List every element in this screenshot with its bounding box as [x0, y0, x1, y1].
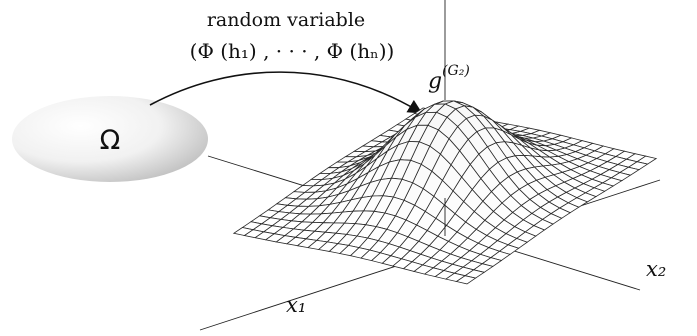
- gaussian-surface: [232, 100, 658, 285]
- axis-x1-label: x₁: [286, 293, 306, 317]
- omega-ellipse: [12, 96, 208, 182]
- caption-line2: (Φ (h₁) , · · · , Φ (hₙ)): [190, 39, 395, 63]
- omega-sample-space: Ω: [12, 96, 208, 182]
- omega-label: Ω: [100, 125, 121, 156]
- surface-label-sup: (G₂): [442, 63, 470, 79]
- mapping-arrow: [149, 71, 423, 114]
- axis-x2-label: x₂: [646, 257, 666, 281]
- caption-line1: random variable: [207, 9, 365, 31]
- surface-cell: [232, 227, 255, 236]
- surface-label-g: g: [428, 69, 442, 94]
- surface-label: g(G₂): [428, 63, 470, 94]
